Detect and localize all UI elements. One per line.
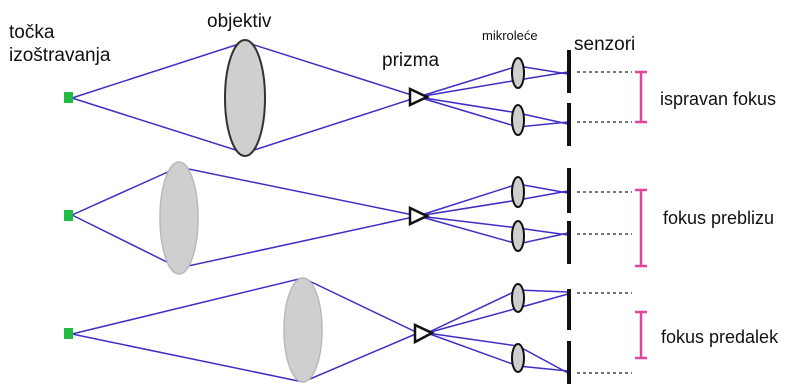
focus-point-marker: [64, 92, 73, 103]
microlens-lower: [511, 104, 525, 136]
offset-bracket: [635, 310, 647, 360]
offset-bracket: [635, 188, 647, 268]
focus-point-label-line2: izoštravanja: [9, 45, 111, 66]
case-label-too-far: fokus predalek: [661, 327, 779, 347]
prism-icon: [413, 323, 435, 345]
microlens-upper: [511, 283, 525, 313]
row-correct-focus: ispravan fokus: [64, 39, 776, 157]
prism-label: prizma: [382, 50, 439, 71]
objective-lens: [224, 39, 266, 157]
objective-lens: [159, 161, 199, 275]
focus-point-marker: [64, 210, 73, 221]
row-focus-too-far: fokus predalek: [64, 277, 779, 384]
objective-label: objektiv: [207, 11, 272, 32]
focus-point-label-line1: točka: [9, 22, 55, 43]
case-label-correct: ispravan fokus: [660, 89, 776, 109]
sensors-label: senzori: [574, 34, 635, 55]
case-label-too-close: fokus preblizu: [663, 208, 774, 228]
microlens-lower: [511, 220, 525, 252]
row-focus-too-close: fokus preblizu: [64, 161, 774, 275]
microlens-upper: [511, 176, 525, 208]
prism-icon: [408, 206, 430, 226]
microlenses-label: mikroleće: [482, 28, 538, 43]
objective-lens: [283, 277, 323, 383]
rays: [71, 166, 569, 269]
microlens-upper: [511, 57, 525, 89]
focus-point-marker: [64, 328, 73, 339]
microlens-lower: [511, 343, 525, 373]
prism-icon: [408, 87, 430, 107]
rays: [71, 41, 569, 154]
offset-bracket: [635, 70, 647, 124]
